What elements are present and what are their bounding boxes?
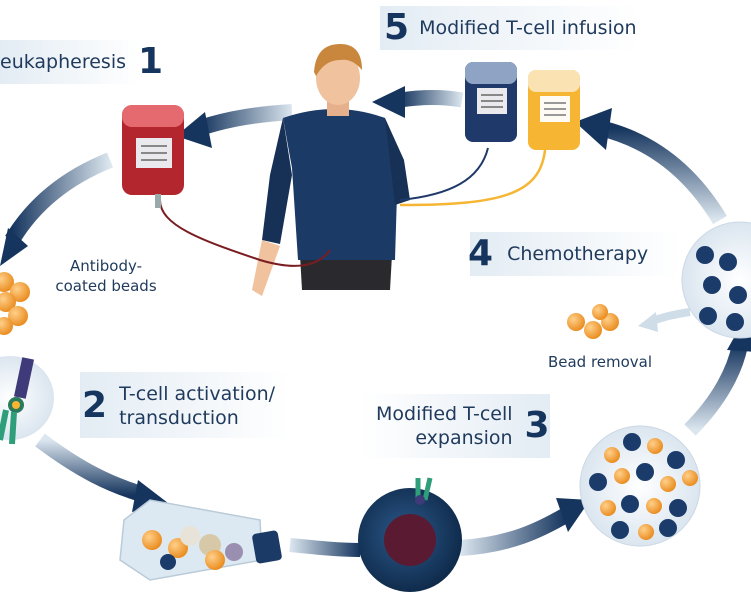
step2-banner-bg (80, 372, 290, 438)
arrow-culture-to-removal (684, 343, 748, 436)
step3-label-line1: Modified T-cell (376, 403, 513, 425)
arrow-chemo-to-infusion (598, 120, 727, 225)
arrow-head-bag (176, 112, 212, 148)
bead-removal-caption: Bead removal (547, 353, 653, 371)
arrow-head-bead-removal (638, 312, 658, 332)
arrow-patient-to-bag (197, 104, 293, 136)
step3-number: 3 (524, 405, 550, 446)
arrow-bags-to-patient (398, 89, 464, 108)
cell-culture-icon (579, 425, 701, 547)
arrow-flask-to-cell (289, 538, 361, 557)
arrow-head-culture (556, 498, 590, 532)
arrow-bag-to-beads (5, 152, 114, 245)
arrow-head-patient (372, 86, 405, 118)
patient-icon (252, 44, 410, 296)
step5-banner-bg (380, 6, 640, 50)
step2-label-line1: T-cell activation/ (119, 383, 276, 405)
step4-label: Chemotherapy (507, 243, 649, 265)
step3-label-line2: expansion (415, 427, 513, 449)
step1-label: eukapheresis (0, 51, 126, 73)
step4-banner: 4 Chemotherapy (468, 234, 648, 274)
receptor-icon (0, 356, 54, 445)
blood-bag-icon (122, 105, 331, 267)
step5-banner: 5 Modified T-cell infusion (384, 8, 637, 48)
step2-number: 2 (82, 385, 108, 426)
step1-number: 1 (138, 41, 164, 82)
removed-beads-icon (567, 304, 619, 339)
arrow-head-beads (0, 228, 28, 266)
culture-flask-icon (119, 499, 282, 581)
beads-caption-line1: Antibody- (69, 257, 143, 275)
step2-banner: 2 T-cell activation/ transduction (82, 383, 276, 429)
antibody-beads-icon (0, 272, 30, 335)
step1-banner-bg (0, 40, 140, 84)
infusion-bags-icon (399, 62, 580, 207)
arrow-receptor-to-flask (35, 433, 148, 503)
modified-t-cell-icon (358, 477, 462, 592)
step4-number: 4 (468, 233, 494, 274)
arrow-cell-to-culture (459, 508, 570, 556)
beads-caption: Antibody- coated beads (46, 256, 166, 296)
step3-banner: Modified T-cell expansion 3 (376, 403, 550, 449)
purified-cells-icon (681, 221, 751, 339)
step1-banner: eukapheresis 1 (0, 42, 163, 82)
step3-banner-bg (360, 394, 550, 458)
step5-number: 5 (384, 7, 410, 48)
step2-label-line2: transduction (119, 407, 239, 429)
step4-banner-bg (470, 232, 680, 276)
beads-caption-line2: coated beads (55, 277, 157, 295)
step5-label: Modified T-cell infusion (419, 17, 637, 39)
arrow-head-infusion (575, 108, 612, 150)
